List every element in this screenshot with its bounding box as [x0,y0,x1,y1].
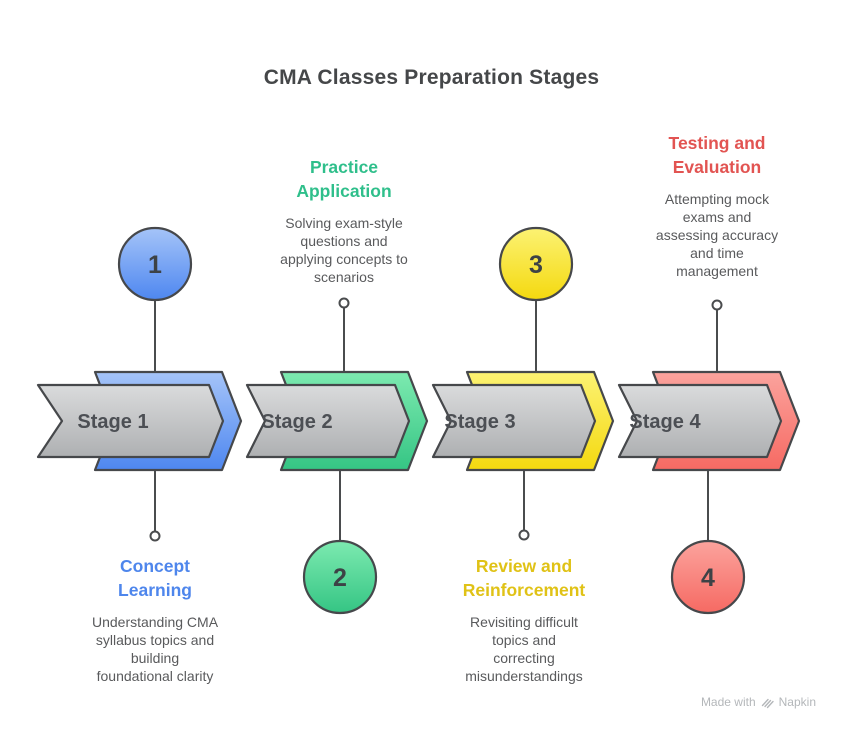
stage3-number: 3 [529,251,543,279]
stage1-arrow-segment [36,383,225,459]
stage1-heading-line1: Concept [120,556,190,576]
stage4-desc-line: exams and [682,209,752,225]
stage2-heading-line2: Application [296,181,392,201]
stage1-desc-line: Understanding CMA [91,614,219,630]
stage3-desc-line: misunderstandings [465,668,583,684]
stage2-desc-line: applying concepts to [280,251,408,267]
stage1-text-block: Concept Learning Understanding CMA sylla… [60,554,250,685]
stage2-desc-line: scenarios [314,269,374,285]
stage4-heading-line2: Evaluation [672,157,762,177]
stage4-number: 4 [701,564,715,592]
stage4-description: Attempting mock exams and assessing accu… [622,190,812,280]
credit-prefix: Made with [700,695,756,709]
stage1-desc-line: building [130,650,180,666]
stage1-desc-line: foundational clarity [96,668,214,684]
stage1-description: Understanding CMA syllabus topics and bu… [60,613,250,685]
stage3-desc-line: topics and [492,632,556,648]
credit-brand: Napkin [778,695,816,709]
stage2-number-circle [302,539,378,615]
stage2-arrow-segment [245,383,411,459]
stage1-arrow-label: Stage 1 [77,411,148,433]
stage1-desc-line: syllabus topics and [95,632,215,648]
page-title: CMA Classes Preparation Stages [263,66,600,89]
stage4-desc-line: and time [690,245,744,261]
stage3-arrow-segment [431,383,597,459]
endpoint-dot-stage1 [149,530,161,542]
stage2-number: 2 [333,564,347,592]
stage2-description: Solving exam-style questions and applyin… [249,214,439,286]
stage1-heading: Concept Learning [60,554,250,602]
stage2-desc-line: questions and [300,233,388,249]
endpoint-dot-stage3 [518,529,530,541]
stage4-text-block: Testing and Evaluation Attempting mock e… [622,131,812,280]
made-with-napkin-credit: Made with Napkin [701,695,816,709]
stage4-desc-line: Attempting mock [664,191,770,207]
stage2-text-block: Practice Application Solving exam-style … [249,155,439,286]
stage4-heading-line1: Testing and [668,133,766,153]
stage2-desc-line: Solving exam-style [285,215,403,231]
stage4-number-circle [670,539,746,615]
stage3-desc-line: correcting [493,650,555,666]
stage1-number-circle [117,226,193,302]
stage4-desc-line: assessing accuracy [655,227,779,243]
stage3-number-circle [498,226,574,302]
napkin-logo-icon [761,698,774,708]
stage4-heading: Testing and Evaluation [622,131,812,179]
stage3-heading: Review and Reinforcement [429,554,619,602]
stage2-arrow-label: Stage 2 [261,411,332,433]
stage1-heading-line2: Learning [118,580,192,600]
stage3-desc-line: Revisiting difficult [470,614,578,630]
stage1-number: 1 [148,251,162,279]
stage4-arrow-label: Stage 4 [629,411,701,433]
stage4-desc-line: management [676,263,758,279]
stage3-arrow-label: Stage 3 [444,411,515,433]
stage3-heading-line1: Review and [475,556,573,576]
stage2-heading: Practice Application [249,155,439,203]
stage3-description: Revisiting difficult topics and correcti… [429,613,619,685]
stage2-heading-line1: Practice [309,157,379,177]
stage3-heading-line2: Reinforcement [462,580,586,600]
stage3-text-block: Review and Reinforcement Revisiting diff… [429,554,619,685]
stage4-arrow-segment [617,383,783,459]
endpoint-dot-stage4 [711,299,723,311]
endpoint-dot-stage2 [338,297,350,309]
